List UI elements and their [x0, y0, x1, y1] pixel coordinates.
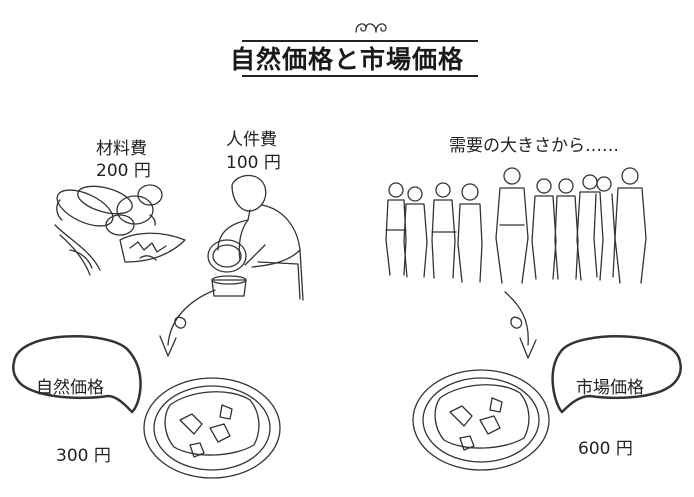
natural-price-amount: 300 円 — [56, 446, 111, 466]
crowd-illustration — [385, 167, 647, 284]
title-bottom-rule — [242, 75, 478, 77]
natural-price-bubble — [12, 335, 142, 414]
labor-amount: 100 円 — [226, 153, 281, 173]
stew-plate-right-illustration — [412, 369, 550, 471]
vegetables-illustration — [54, 184, 186, 276]
market-price-label: 市場価格 — [576, 378, 644, 398]
title-top-rule — [242, 40, 478, 42]
natural-price-label: 自然価格 — [36, 378, 104, 398]
demand-text: 需要の大きさから…… — [449, 136, 619, 156]
arrow-to-market-price-icon — [504, 291, 537, 359]
ornament-icon — [355, 23, 387, 33]
materials-label: 材料費 — [96, 139, 147, 159]
arrow-to-natural-price-icon — [159, 289, 216, 357]
labor-label: 人件費 — [226, 130, 277, 150]
market-price-bubble — [551, 335, 682, 414]
page-title: 自然価格と市場価格 — [229, 45, 464, 74]
stew-plate-left-illustration — [143, 377, 281, 479]
chef-illustration — [207, 174, 304, 301]
market-price-amount: 600 円 — [578, 439, 633, 459]
materials-amount: 200 円 — [96, 161, 151, 181]
